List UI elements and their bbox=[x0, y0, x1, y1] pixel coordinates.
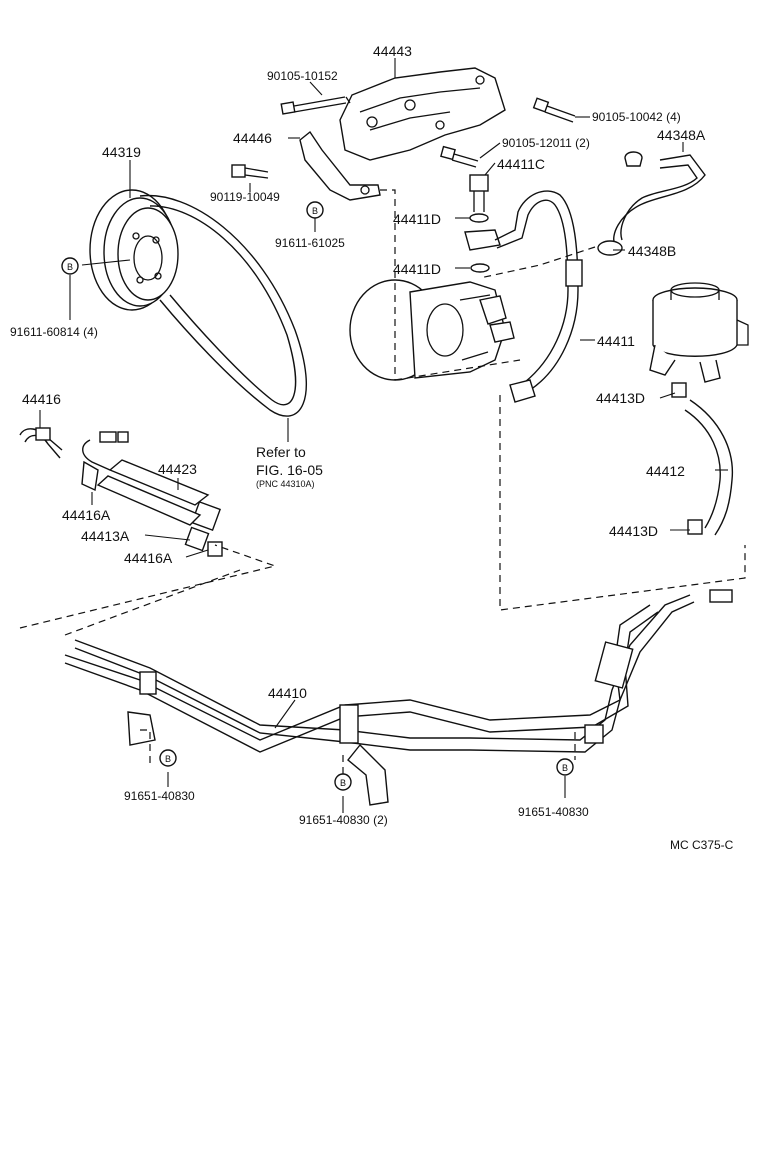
bolt-icon bbox=[280, 96, 351, 115]
reservoir-icon bbox=[649, 282, 749, 383]
label-91651-40830-middle: 91651-40830 (2) bbox=[299, 813, 388, 827]
label-90105-10042: 90105-10042 (4) bbox=[592, 110, 681, 124]
label-90105-12011: 90105-12011 (2) bbox=[502, 136, 590, 150]
bolt-icon bbox=[464, 174, 501, 273]
bolt-icon bbox=[440, 145, 479, 168]
pipe-icon bbox=[19, 427, 129, 471]
refer-line-1: Refer to bbox=[256, 444, 306, 460]
label-44416: 44416 bbox=[22, 391, 61, 407]
label-44410: 44410 bbox=[268, 685, 307, 701]
label-44413d-upper: 44413D bbox=[596, 390, 645, 406]
label-90119-10049: 90119-10049 bbox=[210, 190, 280, 204]
hose-icon bbox=[494, 190, 583, 403]
svg-text:B: B bbox=[562, 763, 568, 773]
label-91611-61025: 91611-61025 bbox=[275, 236, 345, 250]
label-44411d-upper: 44411D bbox=[393, 211, 441, 227]
hose-icon bbox=[597, 154, 706, 256]
label-44413a: 44413A bbox=[81, 528, 130, 544]
clamp-icon bbox=[624, 151, 643, 167]
label-44411c: 44411C bbox=[497, 156, 545, 172]
svg-text:B: B bbox=[67, 262, 73, 272]
reference-code: MC C375-C bbox=[670, 838, 734, 852]
pump-icon bbox=[349, 279, 515, 381]
label-44446: 44446 bbox=[233, 130, 272, 146]
label-91611-60814: 91611-60814 (4) bbox=[10, 325, 98, 339]
pulley-icon bbox=[89, 189, 179, 311]
bolt-marker-b-icon: B bbox=[334, 773, 352, 791]
bracket-icon bbox=[299, 67, 506, 201]
bolt-marker-b-icon: B bbox=[556, 758, 574, 776]
label-44416a-lower: 44416A bbox=[124, 550, 173, 566]
svg-text:B: B bbox=[165, 754, 171, 764]
label-44443: 44443 bbox=[373, 43, 412, 59]
label-91651-40830-left: 91651-40830 bbox=[124, 789, 195, 803]
label-44416a-upper: 44416A bbox=[62, 507, 111, 523]
part-labels: 44443 90105-10152 90105-10042 (4) 44348A… bbox=[10, 43, 734, 852]
label-44412: 44412 bbox=[646, 463, 685, 479]
bolt-marker-b-icon: B bbox=[159, 749, 177, 767]
bolt-icon bbox=[532, 97, 576, 123]
label-44348b: 44348B bbox=[628, 243, 676, 259]
label-91651-40830-right: 91651-40830 bbox=[518, 805, 589, 819]
bolt-icon bbox=[231, 164, 269, 179]
clamp-icon bbox=[207, 541, 223, 557]
bolt-marker-b-icon: B bbox=[61, 257, 79, 275]
svg-text:B: B bbox=[340, 778, 346, 788]
label-44319: 44319 bbox=[102, 144, 141, 160]
label-44423: 44423 bbox=[158, 461, 197, 477]
clamp-icon bbox=[127, 711, 389, 806]
belt-icon bbox=[139, 194, 308, 417]
bolt-marker-b-icon: B bbox=[306, 201, 324, 219]
label-90105-10152: 90105-10152 bbox=[267, 69, 338, 83]
hose-icon bbox=[671, 382, 734, 536]
leader-lines bbox=[39, 58, 728, 813]
label-44413d-lower: 44413D bbox=[609, 523, 658, 539]
label-44348a: 44348A bbox=[657, 127, 706, 143]
hose-icon bbox=[81, 459, 221, 552]
label-44411: 44411 bbox=[597, 333, 635, 349]
refer-line-3: (PNC 44310A) bbox=[256, 479, 315, 489]
svg-text:B: B bbox=[312, 206, 318, 216]
pipe-icon bbox=[64, 589, 733, 753]
label-44411d-lower: 44411D bbox=[393, 261, 441, 277]
refer-line-2: FIG. 16-05 bbox=[256, 462, 323, 478]
